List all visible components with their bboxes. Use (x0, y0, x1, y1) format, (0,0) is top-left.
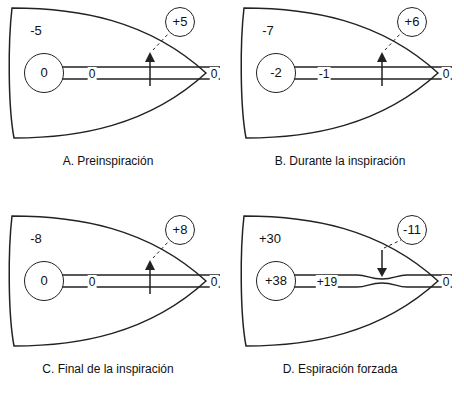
label-holder: -1 (318, 64, 331, 82)
airway-tube (62, 67, 220, 79)
panel-caption: C. Final de la inspiración (42, 362, 173, 376)
pleural-pressure: -5 (30, 23, 42, 38)
text-holder: -7 (262, 21, 274, 39)
airway-pressure: 0 (88, 67, 97, 81)
pressure-callout: +5 (165, 7, 195, 37)
text-holder: +30 (259, 229, 281, 247)
alveolus-circle: -2 (256, 53, 296, 93)
alveolar-pressure: 0 (40, 66, 47, 80)
airway-pressure: 0 (210, 67, 219, 81)
label-holder: 0 (88, 64, 97, 82)
arrow-head (377, 52, 387, 62)
label-holder: 0 (88, 272, 97, 290)
airway-pressure: 0 (442, 275, 451, 289)
arrow-shaft (149, 60, 151, 86)
pleural-pressure: -7 (262, 23, 274, 38)
label-holder: +19 (316, 272, 338, 290)
label-holder: C. Final de la inspiración (42, 359, 173, 377)
pleural-pressure: -8 (30, 231, 42, 246)
panel-a-art (62, 33, 220, 86)
airway-pressure: 0 (210, 275, 219, 289)
arrow-head (145, 260, 155, 270)
alveolus-circle: +38 (256, 261, 296, 301)
arrow-shaft (381, 60, 383, 86)
leader-line (384, 240, 401, 248)
panel-c-art (62, 241, 220, 294)
pleural-border (9, 216, 206, 346)
panel-caption: D. Espiración forzada (283, 362, 398, 376)
airway-tube (62, 275, 220, 287)
pleural-pressure: +30 (259, 231, 281, 246)
transpulmonary-pressure: +8 (173, 223, 188, 237)
pressure-callout: +8 (165, 215, 195, 245)
label-holder: 0 (210, 272, 219, 290)
airway-pressure: 0 (88, 275, 97, 289)
transpulmonary-pressure: +5 (173, 15, 188, 29)
pleural-border (241, 8, 438, 138)
label-holder: D. Espiración forzada (283, 359, 398, 377)
alveolar-pressure: -2 (270, 66, 282, 80)
panel-b-art (294, 33, 452, 86)
arrow-head (145, 52, 155, 62)
alveolar-pressure: +38 (265, 274, 287, 288)
label-holder: B. Durante la inspiración (275, 151, 406, 169)
pressure-callout: -11 (397, 215, 427, 245)
label-holder: 0 (442, 272, 451, 290)
arrow-shaft (149, 268, 151, 294)
text-holder: -8 (30, 229, 42, 247)
label-holder: 0 (210, 64, 219, 82)
alveolus-circle: 0 (24, 261, 64, 301)
arrow-head (377, 268, 387, 277)
text-holder: -5 (30, 21, 42, 39)
airway-pressure: 0 (442, 67, 451, 81)
panel-caption: B. Durante la inspiración (275, 154, 406, 168)
pleural-border (9, 8, 206, 138)
transpulmonary-pressure: -11 (403, 223, 421, 237)
pleural-border (241, 216, 438, 346)
alveolus-circle: 0 (24, 53, 64, 93)
label-holder: 0 (442, 64, 451, 82)
arrow-shaft (381, 250, 383, 270)
airway-pressure: +19 (316, 275, 338, 289)
transpulmonary-pressure: +6 (405, 15, 420, 29)
alveolar-pressure: 0 (40, 274, 47, 288)
panel-caption: A. Preinspiración (63, 154, 154, 168)
pressure-callout: +6 (397, 7, 427, 37)
label-holder: A. Preinspiración (63, 151, 154, 169)
airway-pressure: -1 (318, 67, 331, 81)
